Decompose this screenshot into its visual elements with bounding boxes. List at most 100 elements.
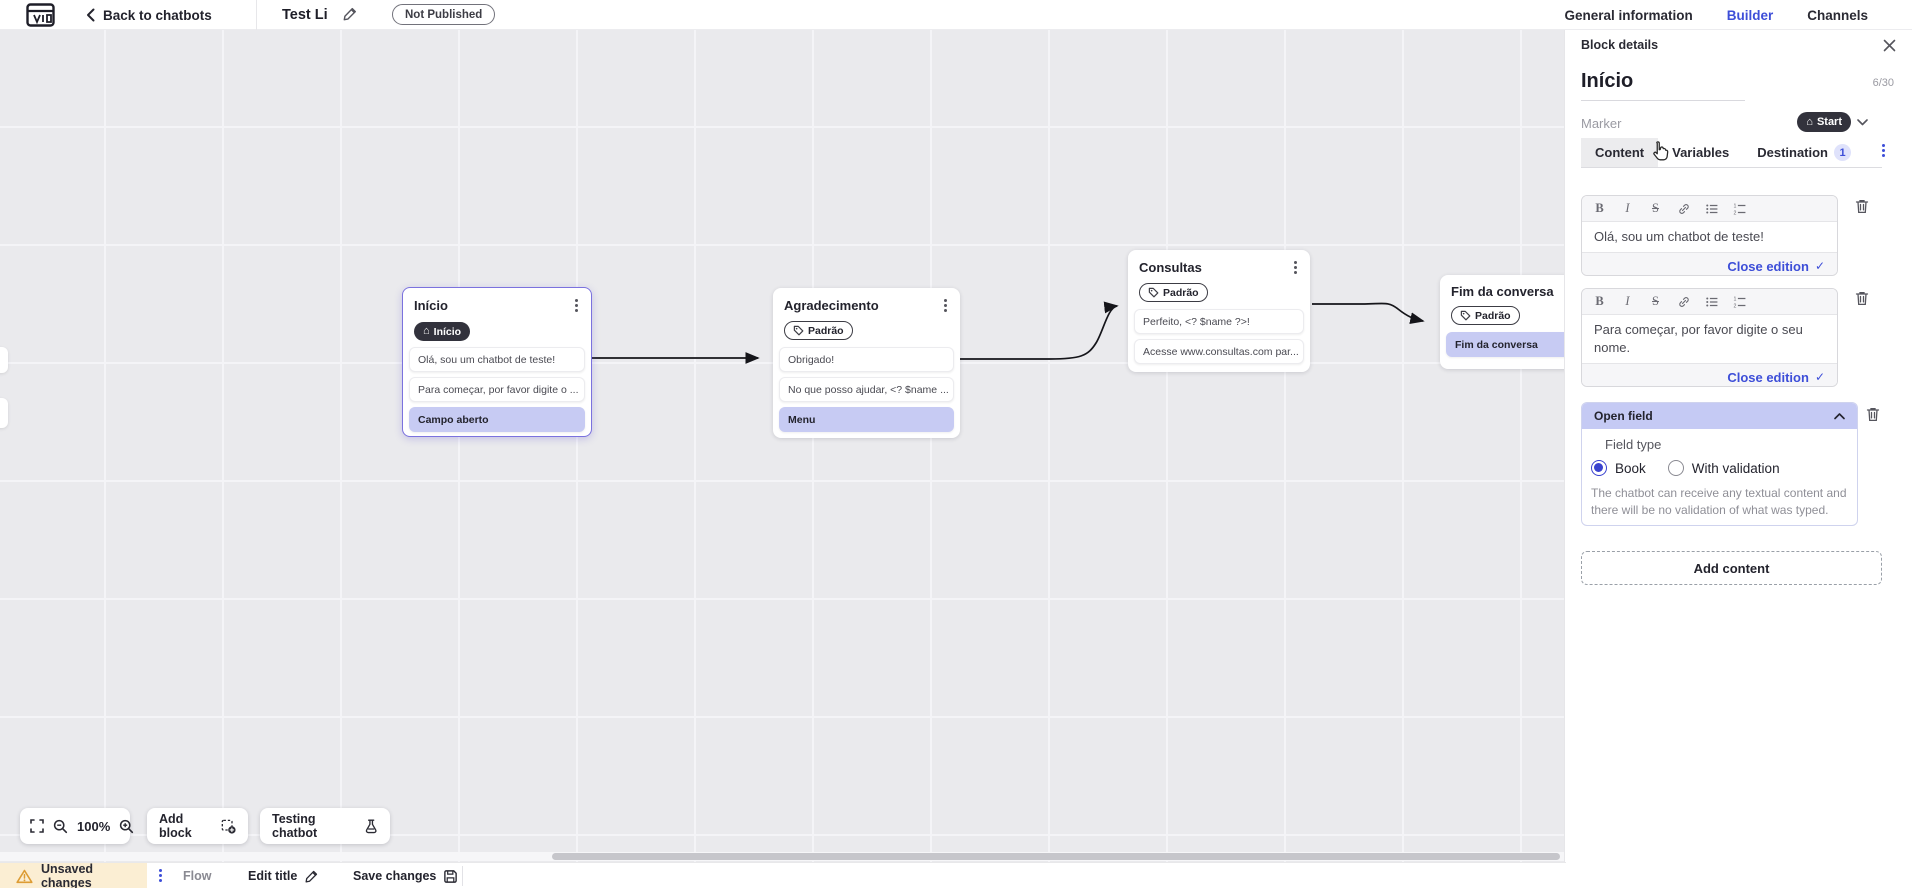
flow-block-fim-da-conversa[interactable]: Fim da conversa Padrão Fim da conversa — [1440, 275, 1564, 369]
app-logo-icon — [26, 3, 55, 27]
edit-title-icon[interactable] — [342, 6, 358, 22]
block-details-panel: Block details Início 6/30 Marker ⌂Start … — [1564, 30, 1912, 888]
flow-mode-label[interactable]: Flow — [183, 869, 212, 883]
strikethrough-icon[interactable]: S — [1652, 294, 1659, 308]
block-name-input[interactable]: Início — [1581, 70, 1634, 92]
close-edition-button[interactable]: Close edition — [1727, 258, 1809, 274]
message-text[interactable]: Para começar, por favor digite o seu nom… — [1594, 322, 1803, 355]
fullscreen-button[interactable] — [30, 819, 44, 833]
add-block-button[interactable]: Add block — [147, 808, 248, 844]
bold-icon[interactable]: B — [1595, 201, 1604, 215]
close-panel-icon[interactable] — [1883, 39, 1896, 52]
block-row-message[interactable]: Perfeito, <? $name ?>! — [1134, 309, 1304, 334]
block-row-message[interactable]: No que posso ajudar, <? $name ... — [779, 377, 954, 402]
testing-chatbot-label: Testing chatbot — [272, 812, 318, 840]
block-title: Início — [414, 298, 448, 313]
block-title: Agradecimento — [784, 298, 879, 313]
block-row-menu[interactable]: Menu — [779, 407, 954, 432]
link-icon[interactable] — [1676, 202, 1691, 216]
panel-tab-variables[interactable]: Variables — [1672, 145, 1730, 160]
svg-text:2: 2 — [1733, 303, 1736, 309]
block-row-message[interactable]: Acesse www.consultas.com par... — [1134, 339, 1304, 364]
italic-icon[interactable]: I — [1625, 201, 1630, 215]
horizontal-scrollbar-thumb[interactable] — [552, 853, 1560, 860]
offscreen-block-fragment — [0, 347, 8, 373]
block-row-message[interactable]: Olá, sou um chatbot de teste! — [409, 347, 585, 372]
flow-block-consultas[interactable]: Consultas Padrão Perfeito, <? $name ?>! … — [1128, 250, 1310, 372]
connector-agradecimento-consultas — [960, 301, 1119, 360]
tab-builder[interactable]: Builder — [1726, 7, 1774, 23]
bullet-list-icon[interactable] — [1704, 295, 1719, 309]
block-menu-icon[interactable] — [569, 297, 583, 314]
flow-canvas[interactable]: Início ⌂Início Olá, sou um chatbot de te… — [0, 30, 1564, 862]
flow-block-agradecimento[interactable]: Agradecimento Padrão Obrigado! No que po… — [773, 288, 960, 438]
marker-label: Marker — [1581, 115, 1622, 131]
unsaved-changes-label: Unsaved changes — [40, 862, 94, 888]
flow-connectors — [592, 301, 1425, 364]
panel-tabs-menu-icon[interactable] — [1876, 142, 1890, 159]
block-title: Fim da conversa — [1451, 284, 1554, 299]
radio-option-with-validation[interactable]: With validation — [1667, 460, 1780, 476]
back-to-chatbots-button[interactable]: Back to chatbots — [86, 8, 212, 23]
delete-message-icon[interactable] — [1854, 198, 1870, 215]
statusbar-menu-icon[interactable] — [153, 867, 167, 884]
zoom-toolbar: 100% — [20, 808, 134, 844]
zoom-level: 100% — [77, 818, 111, 834]
svg-text:1: 1 — [1733, 203, 1736, 209]
bold-icon[interactable]: B — [1595, 294, 1604, 308]
save-changes-button[interactable]: Save changes — [353, 863, 458, 888]
add-content-button[interactable]: Add content — [1581, 551, 1882, 585]
block-menu-icon[interactable] — [1288, 259, 1302, 276]
panel-tab-content[interactable]: Content — [1581, 138, 1659, 167]
radio-option-book[interactable]: Book — [1591, 460, 1646, 476]
block-row-open-field[interactable]: Campo aberto — [409, 407, 585, 432]
panel-tab-destination[interactable]: Destination 1 — [1743, 138, 1865, 167]
default-marker-pill: Padrão — [784, 321, 853, 340]
open-field-section: Open field Field type Book With validati… — [1581, 402, 1858, 526]
statusbar-divider — [462, 866, 463, 886]
tab-general-information[interactable]: General information — [1564, 7, 1693, 23]
add-block-icon — [221, 819, 236, 834]
destination-count-badge: 1 — [1834, 144, 1852, 161]
testing-chatbot-button[interactable]: Testing chatbot — [260, 808, 390, 844]
tab-channels[interactable]: Channels — [1807, 7, 1868, 23]
connector-consultas-fim — [1312, 302, 1425, 325]
zoom-out-button[interactable] — [53, 819, 68, 834]
block-row-end[interactable]: Fim da conversa — [1446, 332, 1564, 357]
check-icon: ✓ — [1814, 370, 1825, 384]
tag-icon — [1460, 310, 1471, 321]
zoom-in-button[interactable] — [119, 819, 134, 834]
block-menu-icon[interactable] — [938, 297, 952, 314]
svg-text:2: 2 — [1733, 210, 1736, 216]
block-row-message[interactable]: Obrigado! — [779, 347, 954, 372]
chevron-up-icon — [1834, 412, 1845, 419]
strikethrough-icon[interactable]: S — [1652, 201, 1659, 215]
italic-icon[interactable]: I — [1625, 294, 1630, 308]
tag-icon — [793, 325, 804, 336]
topbar-divider — [256, 0, 257, 30]
delete-message-icon[interactable] — [1854, 290, 1870, 307]
chatbot-title: Test Li — [282, 7, 328, 23]
check-icon: ✓ — [1814, 259, 1825, 273]
message-text[interactable]: Olá, sou um chatbot de teste! — [1594, 229, 1764, 244]
bullet-list-icon[interactable] — [1704, 202, 1719, 216]
home-icon: ⌂ — [1806, 115, 1813, 128]
edit-title-button[interactable]: Edit title — [248, 863, 319, 888]
open-field-header[interactable]: Open field — [1582, 403, 1857, 429]
open-field-title: Open field — [1594, 409, 1653, 423]
field-type-label: Field type — [1605, 437, 1662, 452]
block-row-message[interactable]: Para começar, por favor digite o ... — [409, 377, 585, 402]
flask-icon — [365, 819, 377, 833]
back-label: Back to chatbots — [103, 7, 212, 23]
field-type-help-text: The chatbot can receive any textual cont… — [1591, 486, 1847, 517]
link-icon[interactable] — [1676, 295, 1691, 309]
save-icon — [444, 869, 458, 883]
marker-dropdown[interactable]: ⌂Start — [1797, 112, 1868, 132]
flow-block-inicio[interactable]: Início ⌂Início Olá, sou um chatbot de te… — [402, 287, 592, 437]
chevron-left-icon — [87, 8, 95, 22]
tag-icon — [1148, 287, 1159, 298]
close-edition-button[interactable]: Close edition — [1727, 369, 1809, 385]
delete-open-field-icon[interactable] — [1865, 406, 1881, 423]
